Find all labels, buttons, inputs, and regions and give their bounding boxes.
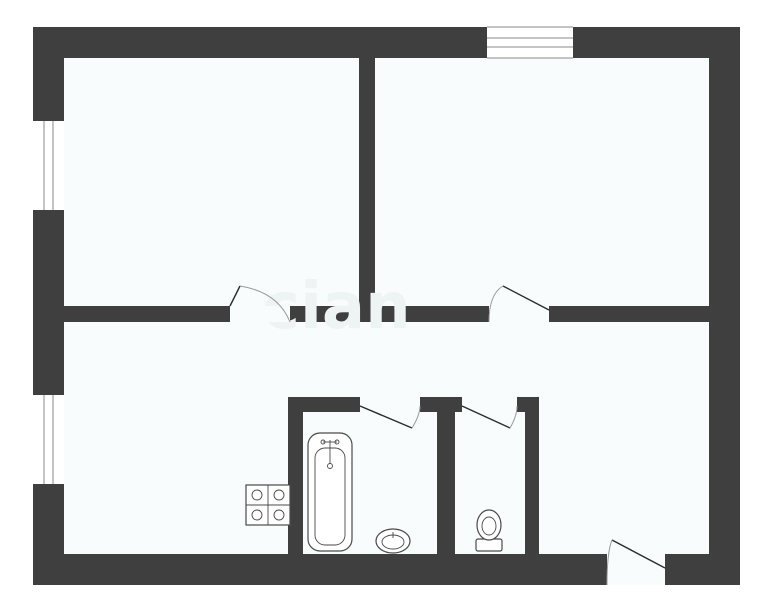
door-entrance [606, 539, 666, 586]
door-top-left-room [229, 285, 291, 323]
toilet-bowl [475, 509, 503, 552]
door-bathroom [359, 397, 421, 429]
door-top-right-room [488, 285, 550, 323]
room-top-right [375, 58, 709, 306]
door-toilet [461, 397, 518, 429]
washbasin [375, 528, 411, 554]
bathtub [307, 432, 353, 552]
window-left-upper [33, 121, 64, 210]
room-top-left [64, 58, 359, 306]
stove [245, 484, 291, 526]
window-left-lower [33, 395, 64, 484]
window-top [487, 26, 573, 59]
